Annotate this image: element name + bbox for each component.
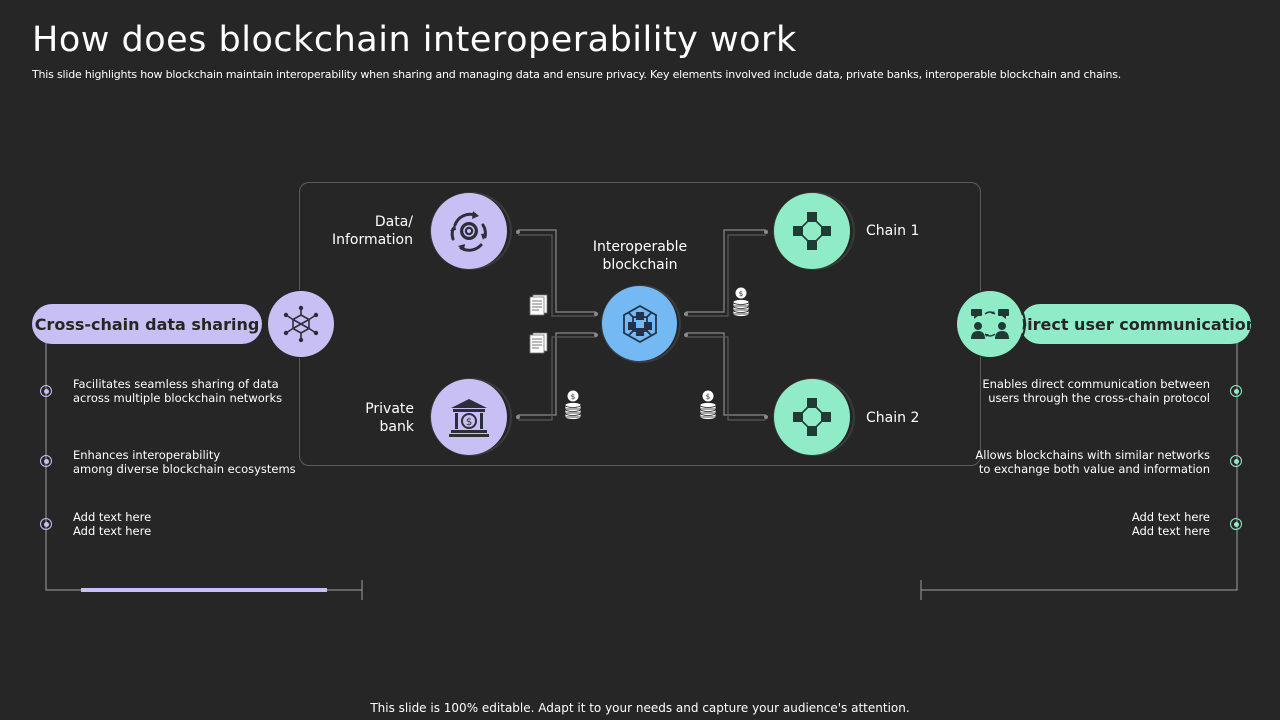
bank-node[interactable]: $ xyxy=(431,379,507,455)
right-panel-icon-circle xyxy=(957,291,1023,357)
left-item-3: Add text here Add text here xyxy=(73,510,152,538)
left-panel-accent-bar xyxy=(81,588,327,592)
footer-note: This slide is 100% editable. Adapt it to… xyxy=(370,701,910,715)
right-panel-outline xyxy=(921,340,1238,591)
connector-end-dot xyxy=(684,312,688,316)
coin-stack-icon: $ xyxy=(732,287,750,317)
connector-bank-center-b xyxy=(518,336,596,421)
coin-stack-icon: $ xyxy=(699,390,717,420)
page-title: How does blockchain interoperability wor… xyxy=(32,20,797,60)
right-panel-heading: Direct user communication xyxy=(1014,304,1257,344)
users-exchange-icon xyxy=(971,309,1009,339)
page-subtitle: This slide highlights how blockchain mai… xyxy=(32,68,1122,81)
document-icon xyxy=(529,294,548,316)
connector-end-dot xyxy=(516,415,520,419)
connector-end-dot xyxy=(516,230,520,234)
left-item-1: Facilitates seamless sharing of data acr… xyxy=(73,377,283,405)
connector-end-dot xyxy=(594,312,598,316)
center-node-label: Interoperable blockchain xyxy=(592,239,688,273)
bullet-dot xyxy=(40,385,52,397)
left-panel-icon-circle xyxy=(268,291,334,357)
hexagon-network-icon xyxy=(283,305,319,343)
connector-center-chain2-b xyxy=(686,336,766,421)
bullet-dot xyxy=(1230,385,1242,397)
connector-end-dot xyxy=(684,333,688,337)
sync-gear-icon xyxy=(450,211,487,252)
bullet-dot xyxy=(40,455,52,467)
data-node-label: Data/ Information xyxy=(331,214,413,248)
chain2-node[interactable] xyxy=(774,379,850,455)
connector-center-chain2 xyxy=(686,332,766,416)
connector-data-center-b xyxy=(518,234,596,317)
svg-text:$: $ xyxy=(571,393,575,401)
svg-text:$: $ xyxy=(466,417,472,428)
bullet-dot xyxy=(1230,455,1242,467)
data-node[interactable] xyxy=(431,193,507,269)
left-panel-heading: Cross-chain data sharing xyxy=(32,304,262,344)
connector-center-chain1-b xyxy=(686,234,766,317)
connector-bank-center xyxy=(518,332,596,416)
bank-icon: $ xyxy=(449,399,489,437)
bullet-dot xyxy=(1230,518,1242,530)
center-node[interactable] xyxy=(602,286,677,361)
bank-node-label: Private bank xyxy=(365,401,414,435)
svg-text:$: $ xyxy=(706,393,710,401)
coin-stack-icon: $ xyxy=(564,390,582,420)
svg-text:$: $ xyxy=(739,290,743,298)
cubes-network-icon xyxy=(793,398,831,436)
cubes-network-icon xyxy=(793,212,831,250)
connector-end-dot xyxy=(764,415,768,419)
document-icon xyxy=(529,332,548,354)
right-item-1: Enables direct communication between use… xyxy=(982,377,1210,405)
connector-end-dot xyxy=(764,230,768,234)
left-item-2: Enhances interoperability among diverse … xyxy=(73,448,296,476)
connector-data-center xyxy=(518,229,596,313)
chain2-node-label: Chain 2 xyxy=(866,410,920,426)
chain1-node-label: Chain 1 xyxy=(866,223,920,239)
connector-center-chain1 xyxy=(686,229,766,313)
blockchain-network-icon xyxy=(622,304,657,343)
right-item-2: Allows blockchains with similar networks… xyxy=(975,448,1210,476)
right-item-3: Add text here Add text here xyxy=(1131,510,1210,538)
chain1-node[interactable] xyxy=(774,193,850,269)
bullet-dot xyxy=(40,518,52,530)
connector-end-dot xyxy=(594,333,598,337)
